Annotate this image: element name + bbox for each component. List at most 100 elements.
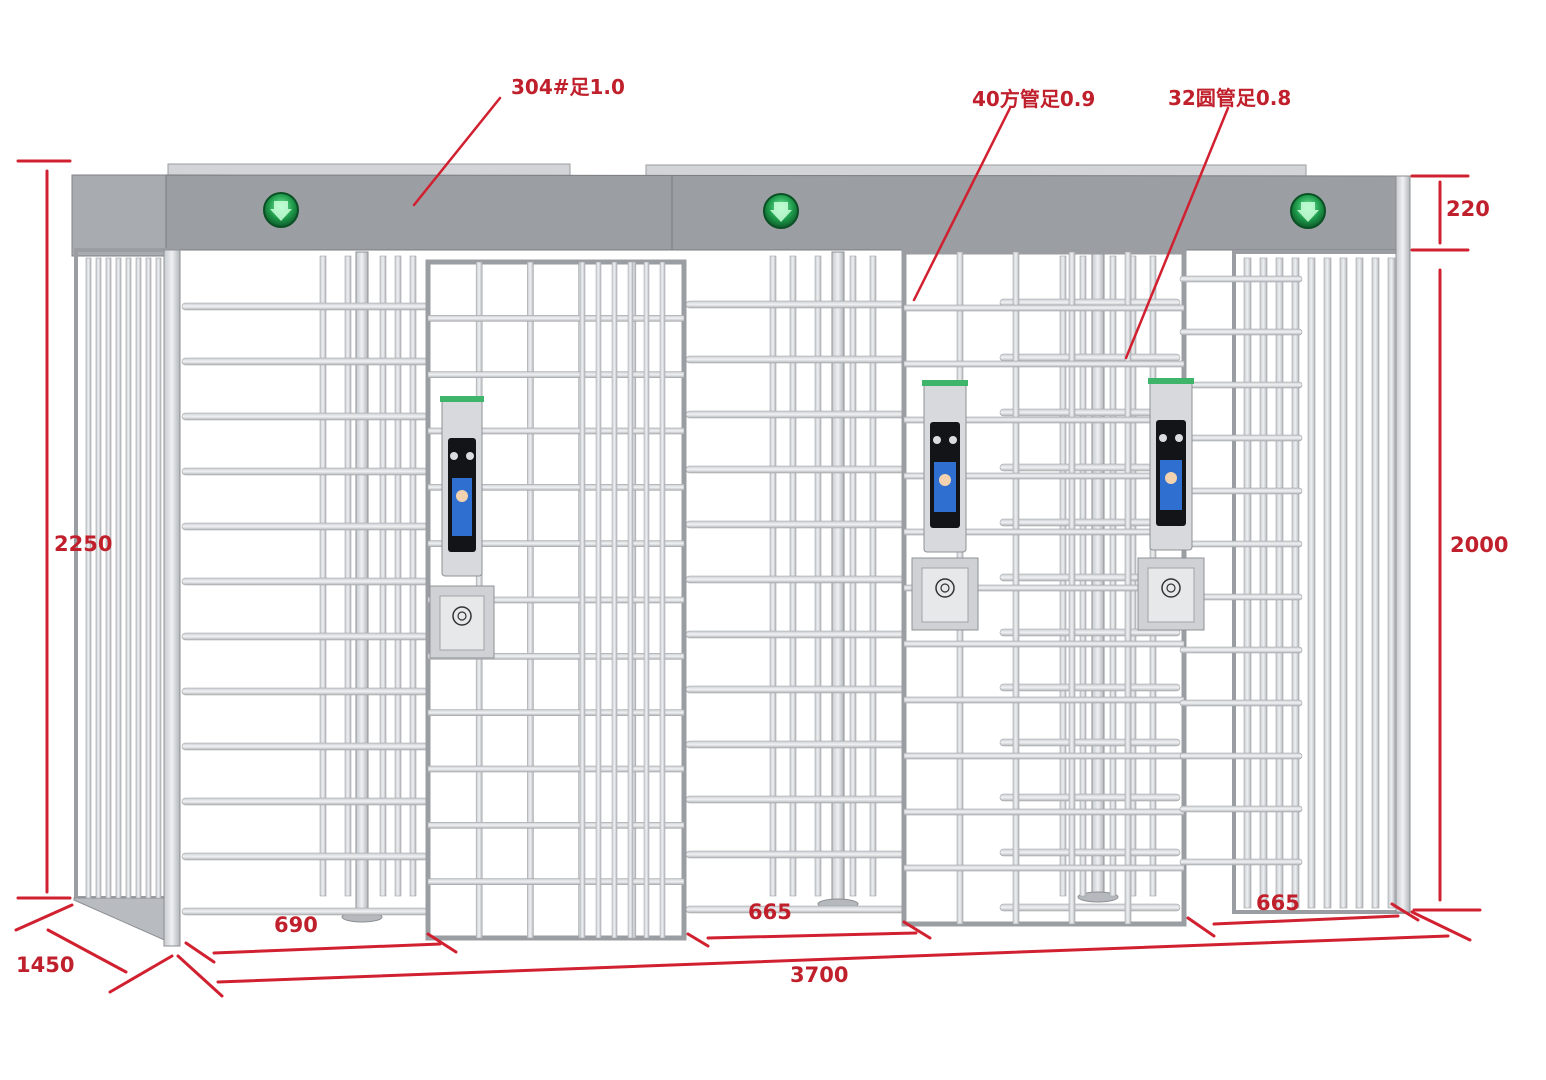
dim-label-lane-middle: 665 <box>748 900 792 924</box>
gate-horizontal <box>903 640 1185 648</box>
dim-label-roof-height: 220 <box>1446 197 1490 221</box>
gate-horizontal <box>427 371 685 378</box>
rotor-arm <box>685 905 907 914</box>
dim-3700-tick-left <box>176 954 224 998</box>
dim-665r-tick-right <box>1390 902 1420 922</box>
side-bar <box>1307 257 1316 909</box>
rotor-arm <box>999 738 1181 747</box>
side-arm <box>1179 381 1303 389</box>
rotor-arm <box>999 848 1181 857</box>
face-avatar-icon <box>456 490 468 502</box>
roof-side-face <box>71 174 167 257</box>
lane-indicator-left <box>263 192 299 228</box>
card-reader-face <box>921 567 969 623</box>
side-arm <box>1179 699 1303 707</box>
side-bar <box>85 257 92 899</box>
rotor-base <box>1077 891 1119 903</box>
gate-horizontal <box>427 540 685 547</box>
rotor-arm <box>999 683 1181 692</box>
callout-roof-leader <box>412 96 502 207</box>
face-avatar-icon <box>1165 472 1177 484</box>
turnstile-structure <box>71 163 1411 947</box>
rotor-arm <box>685 410 907 419</box>
rotor-vertical <box>394 255 402 897</box>
dim-665m-tick-left <box>686 932 710 948</box>
terminal-status-light <box>440 396 484 402</box>
rotor-arm <box>181 357 429 366</box>
camera-lens-icon <box>450 452 458 460</box>
gate-horizontal <box>427 822 685 829</box>
rotor-arm <box>685 575 907 584</box>
rotor-arm <box>999 793 1181 802</box>
dim-label-total-height: 2250 <box>54 532 112 556</box>
gate-horizontal <box>427 878 685 885</box>
dim-label-lane-right: 665 <box>1256 891 1300 915</box>
rfid-icon-inner <box>457 611 467 621</box>
labels: 304#足1.0 40方管足0.9 32圆管足0.8 2250 220 2000… <box>16 75 1508 987</box>
roof-top-plate-left <box>167 163 571 177</box>
gate-fine-bar <box>595 261 602 939</box>
rfid-icon-inner <box>940 583 950 593</box>
rfid-icon <box>935 578 955 598</box>
terminal-screen <box>934 462 956 512</box>
gate-fine-bar <box>579 261 586 939</box>
side-arm <box>1179 646 1303 654</box>
rotor-arm <box>181 467 429 476</box>
dim-665m-line <box>706 931 918 940</box>
rotor-arm <box>685 300 907 309</box>
rfid-icon <box>452 606 472 626</box>
rotor-arm <box>181 797 429 806</box>
gate-horizontal <box>427 709 685 716</box>
gate-horizontal <box>903 360 1185 368</box>
terminal-screen <box>452 478 472 536</box>
side-arm <box>1179 752 1303 760</box>
gate-frames <box>425 249 1187 941</box>
rotor-arm <box>685 740 907 749</box>
left-side-bars <box>85 257 162 899</box>
rotor-arm <box>181 412 429 421</box>
card-reader-face <box>439 595 485 651</box>
camera-lens-icon <box>1159 434 1167 442</box>
dim-1450-line <box>46 928 128 974</box>
rfid-icon <box>1161 578 1181 598</box>
dim-1450-tick-b <box>108 954 174 994</box>
rfid-icon-inner <box>1166 583 1176 593</box>
dim-690-line <box>212 942 442 955</box>
gate-horizontal <box>903 864 1185 872</box>
side-arm <box>1179 540 1303 548</box>
camera-lens-icon <box>1175 434 1183 442</box>
rotor-arm <box>999 353 1181 362</box>
callout-roof-material: 304#足1.0 <box>511 75 625 99</box>
side-bar <box>1387 257 1396 909</box>
rotor-vertical <box>319 255 327 897</box>
rotor-arm <box>685 465 907 474</box>
terminal-screen <box>1160 460 1182 510</box>
gate-horizontal <box>427 653 685 660</box>
side-arm <box>1179 434 1303 442</box>
camera-lens-icon <box>933 436 941 444</box>
gate-horizontal <box>427 315 685 322</box>
rotor-arm <box>999 628 1181 637</box>
right-front-post <box>1395 175 1411 913</box>
dimension-lines <box>14 96 1482 998</box>
side-bar <box>1323 257 1332 909</box>
gate-fine-bar <box>611 261 618 939</box>
rotor-arm <box>181 852 429 861</box>
callout-square-tube-leader <box>912 106 1012 302</box>
dim-label-total-width: 3700 <box>790 963 848 987</box>
side-bar <box>1355 257 1364 909</box>
gate-horizontal <box>903 752 1185 760</box>
rotor-arm <box>685 520 907 529</box>
rotor-arm <box>685 795 907 804</box>
side-arm <box>1179 275 1303 283</box>
callout-round-tube: 32圆管足0.8 <box>1168 86 1291 110</box>
terminals <box>429 378 1205 659</box>
gate-horizontal <box>903 808 1185 816</box>
callout-square-tube: 40方管足0.9 <box>972 87 1095 111</box>
side-bar <box>1339 257 1348 909</box>
rotor-vertical <box>379 255 387 897</box>
side-bar <box>1275 257 1284 909</box>
rotor-arm <box>181 577 429 586</box>
gate-fine-bar <box>643 261 650 939</box>
